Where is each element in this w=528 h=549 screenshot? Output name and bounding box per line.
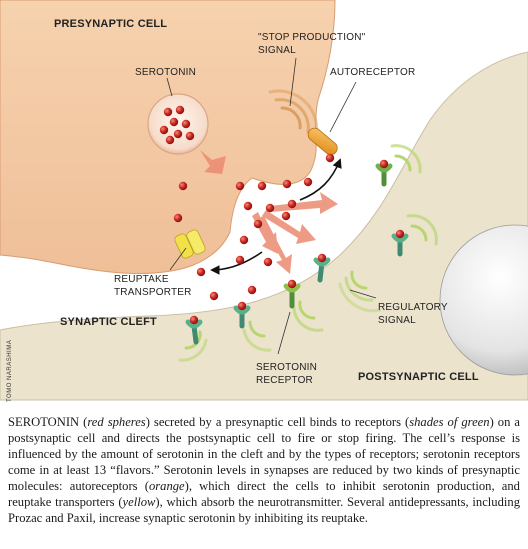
regulatory-signal xyxy=(178,144,438,362)
label-stop-signal-1: "STOP PRODUCTION" xyxy=(258,32,366,43)
reuptake-transporter xyxy=(174,229,206,259)
caption-emph-red-spheres: red spheres xyxy=(87,415,146,429)
autoreceptor-arrow xyxy=(299,158,342,201)
illustrator-credit: TOMO NARASHIMA xyxy=(7,340,13,402)
leader-lines xyxy=(166,57,377,355)
label-serotonin-receptor-2: RECEPTOR xyxy=(256,375,313,386)
reuptake-arrow xyxy=(210,251,263,275)
postsynaptic-cell xyxy=(0,51,528,401)
organelle-sphere xyxy=(439,224,528,376)
figure-caption: SEROTONIN (red spheres) secreted by a pr… xyxy=(8,414,520,526)
caption-text-2: ) secreted by a presynaptic cell binds t… xyxy=(145,415,410,429)
caption-emph-yellow: yellow xyxy=(122,495,156,509)
label-autoreceptor: AUTORECEPTOR xyxy=(330,67,415,78)
caption-text-5: ), which absorb the neurotransmitter. Se… xyxy=(8,495,520,525)
label-regulatory-1: REGULATORY xyxy=(378,302,448,313)
synapse-diagram: PRESYNAPTIC CELL "STOP PRODUCTION" SIGNA… xyxy=(0,0,528,402)
label-serotonin: SEROTONIN xyxy=(135,67,196,78)
release-arrows xyxy=(200,150,338,274)
serotonin-receptors xyxy=(185,163,409,345)
autoreceptor xyxy=(307,127,338,156)
caption-text-3: ) on a postsynaptic cell and directs the… xyxy=(8,415,520,493)
label-regulatory-2: SIGNAL xyxy=(378,315,416,326)
label-presynaptic-cell: PRESYNAPTIC CELL xyxy=(54,18,167,30)
label-synaptic-cleft: SYNAPTIC CLEFT xyxy=(60,316,157,328)
caption-emph-orange: orange xyxy=(148,479,185,493)
serotonin-vesicle xyxy=(147,93,209,155)
label-reuptake-1: REUPTAKE xyxy=(114,274,169,285)
caption-text-1: SEROTONIN ( xyxy=(8,415,88,429)
caption-emph-shades-of-green: shades of green xyxy=(409,415,490,429)
label-reuptake-2: TRANSPORTER xyxy=(114,287,192,298)
label-serotonin-receptor-1: SEROTONIN xyxy=(256,362,317,373)
serotonin-molecules xyxy=(159,105,405,325)
label-postsynaptic-cell: POSTSYNAPTIC CELL xyxy=(358,371,479,383)
caption-text-4: ), which direct the cells to inhibit ser… xyxy=(8,479,520,509)
stop-production-signal xyxy=(268,89,319,138)
label-stop-signal-2: SIGNAL xyxy=(258,45,296,56)
